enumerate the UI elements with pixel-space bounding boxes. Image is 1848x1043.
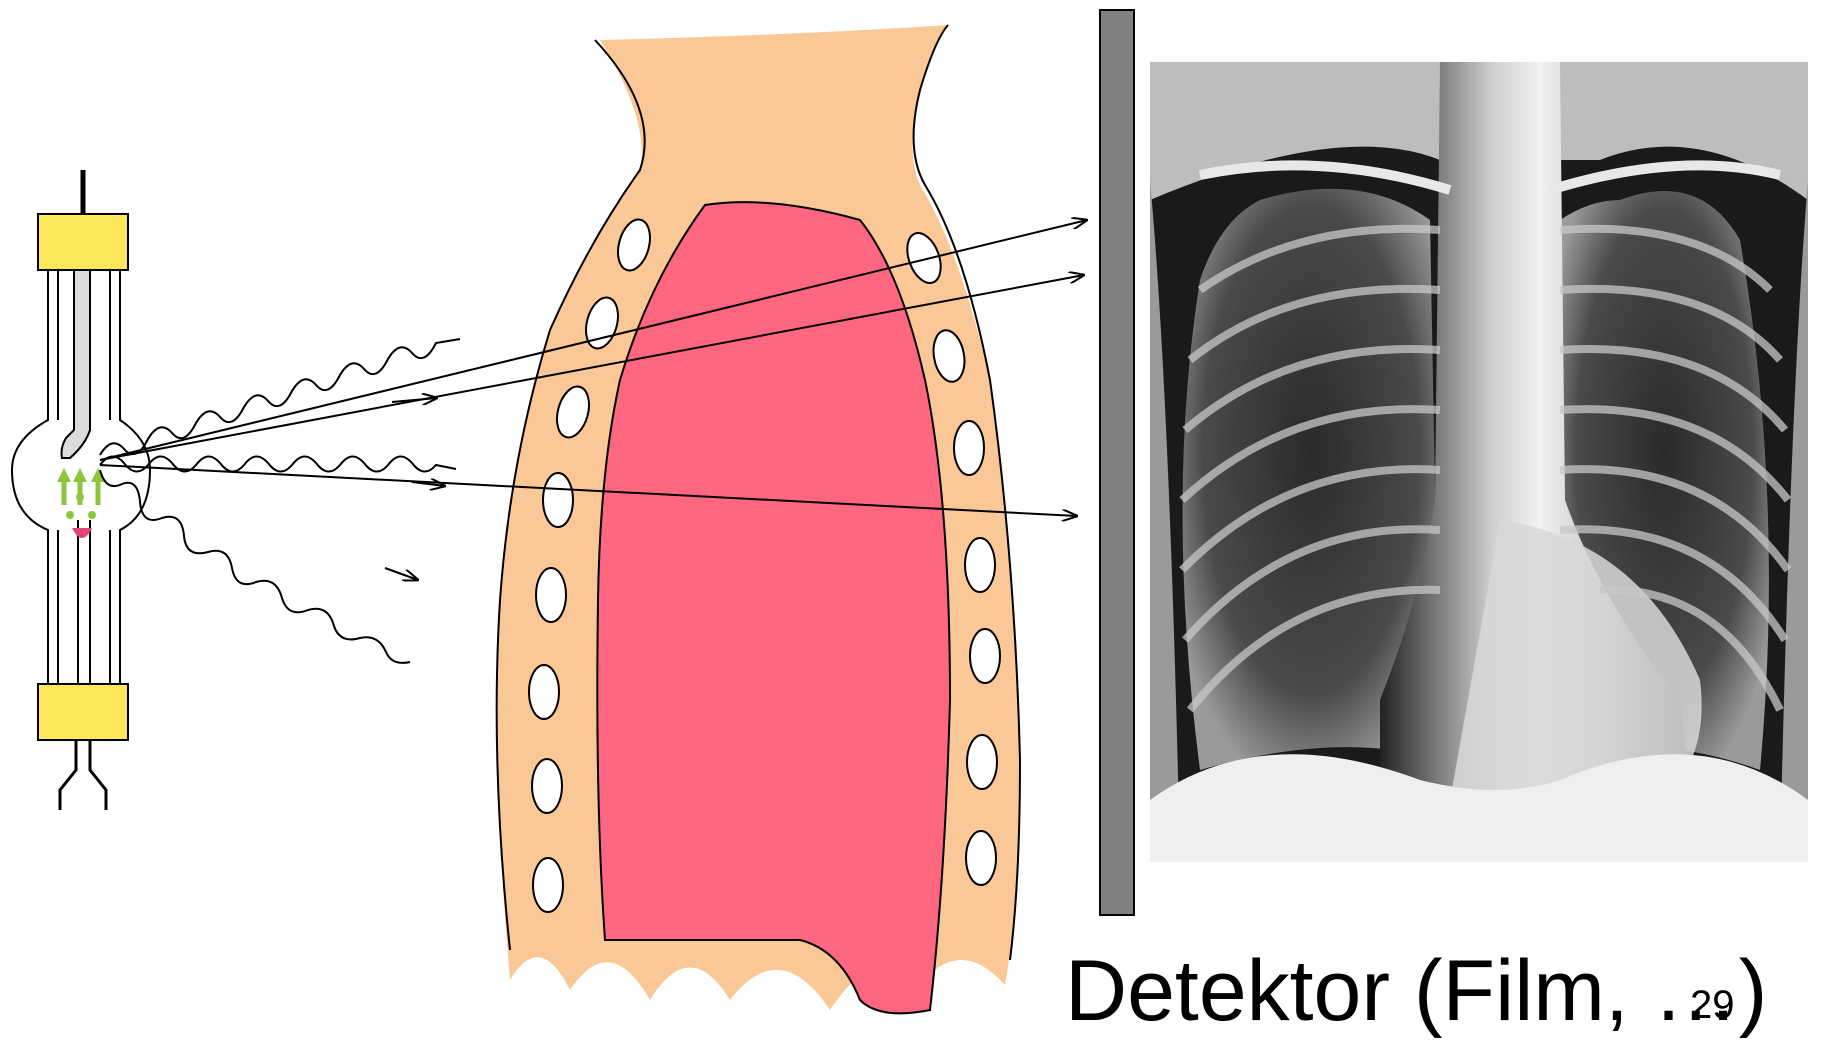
tube-bottom-cap [38, 684, 128, 740]
photon-wave [100, 339, 460, 455]
detector-caption: Detektor (Film, …) [1065, 948, 1767, 1034]
rib [533, 858, 563, 912]
rib [543, 473, 573, 527]
rib [965, 538, 995, 592]
rib [970, 629, 1000, 683]
detector-plate [1100, 10, 1134, 915]
page-number: 29 [1690, 985, 1735, 1025]
thorax [497, 25, 1020, 1013]
xray-tube [12, 170, 150, 810]
tube-bottom-leads [60, 740, 106, 810]
tube-top-cap [38, 214, 128, 270]
rib [529, 665, 559, 719]
photon-wave [100, 456, 456, 471]
rib [967, 735, 997, 789]
rib [966, 831, 996, 885]
rib [532, 759, 562, 813]
rib [954, 421, 984, 475]
chest-xray-image [1150, 62, 1808, 862]
rib [536, 568, 566, 622]
lung [597, 202, 950, 1013]
